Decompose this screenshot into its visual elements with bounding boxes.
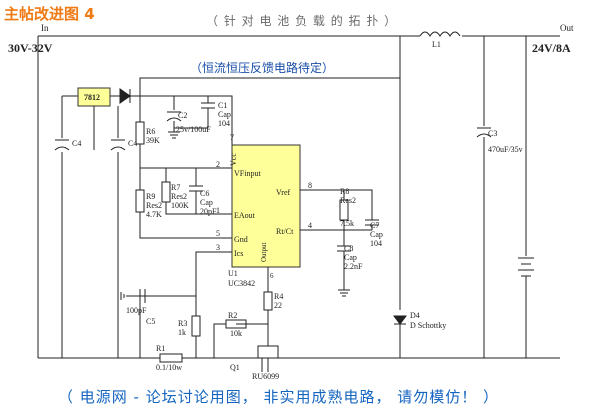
output-rating: 24V/8A: [532, 41, 571, 55]
c3-label: C3: [488, 129, 497, 138]
c5-value: 100pF: [126, 306, 147, 315]
r9-value: 4.7K: [146, 210, 162, 219]
d4-value: D Schottky: [410, 321, 446, 330]
r6-value: 39K: [146, 136, 160, 145]
c2-label: C2: [178, 111, 187, 120]
pin-vfb-label: VFinput: [234, 169, 261, 178]
r9-label: R9: [146, 192, 155, 201]
r3-value: 1k: [178, 328, 186, 337]
r8-value: 7.5k: [340, 219, 354, 228]
pin-ics-label: Ics: [234, 249, 243, 258]
c6-label: C6: [200, 189, 209, 198]
pin-eaout-label: EAout: [234, 211, 256, 220]
r7-type: Res2: [171, 192, 187, 201]
c8-label: C8: [344, 244, 353, 253]
pin-5: 5: [216, 229, 220, 238]
port-in-label: In: [41, 23, 49, 33]
input-voltage: 30V-32V: [8, 41, 53, 55]
pin-2: 2: [216, 160, 220, 169]
r9-type: Res2: [146, 201, 162, 210]
r7-label: R7: [171, 183, 180, 192]
c1-type: Cap: [218, 110, 231, 119]
reg-label: 7812: [84, 93, 100, 102]
c6-value: 20pF: [200, 207, 217, 216]
c7-value: 104: [370, 239, 382, 248]
l1-label: L1: [432, 40, 441, 49]
q1-label: Q1: [230, 363, 240, 372]
c2-value: 25v/100uF: [176, 125, 211, 134]
r8-type: Res2: [340, 196, 356, 205]
c5-label: C5: [146, 317, 155, 326]
pin-vcc-label: Vcc: [229, 153, 238, 166]
footer-disclaimer: （ 电源网 - 论坛讨论用图， 非实用成熟电路， 请勿模仿！ ）: [58, 388, 500, 406]
d4-label: D4: [410, 311, 420, 320]
pin-6: 6: [270, 272, 274, 280]
ic-uc3842: [231, 144, 301, 268]
r3-label: R3: [178, 319, 187, 328]
r6-label: R6: [146, 127, 155, 136]
r2-value: 10k: [230, 329, 242, 338]
r7-value: 100K: [171, 201, 189, 210]
c1-value: 104: [218, 119, 230, 128]
feedback-note: （恒流恒压反馈电路待定）: [190, 61, 335, 75]
r8-label: R8: [340, 187, 349, 196]
page-title: 主帖改进图 4: [4, 5, 95, 23]
r1-label: R1: [156, 344, 165, 353]
pin-8: 8: [308, 181, 312, 190]
u1-label: U1: [228, 269, 238, 278]
pin-vref-label: Vref: [276, 188, 291, 197]
c7-label: C7: [370, 221, 379, 230]
r4-label: R4: [274, 292, 283, 301]
c4b-label: C4: [128, 139, 137, 148]
c1-label: C1: [218, 101, 227, 110]
pin-3: 3: [216, 243, 220, 252]
q1-value: RU6099: [252, 372, 279, 381]
c8-type: Cap: [344, 253, 357, 262]
r2-label: R2: [228, 311, 237, 320]
pin-gnd-label: Gnd: [234, 235, 248, 244]
c4a-label: C4: [72, 139, 81, 148]
r1-value: 0.1/10w: [156, 363, 182, 372]
pin-rtct-label: Rt/Ct: [276, 227, 294, 236]
pin-1: 1: [216, 206, 220, 215]
inductor-l1: [419, 31, 461, 37]
page-subtitle: （ 针 对 电 池 负 载 的 拓 扑 ）: [206, 14, 398, 28]
c6-type: Cap: [200, 198, 213, 207]
c8-value: 2.2nF: [344, 262, 363, 271]
u1-value: UC3842: [228, 279, 255, 288]
c3-value: 470uF/35v: [488, 145, 523, 154]
r4-value: 22: [274, 301, 282, 310]
c7-type: Cap: [370, 230, 383, 239]
pin-4: 4: [308, 221, 312, 230]
pin-out-label: Output: [260, 243, 268, 263]
port-out-label: Out: [560, 23, 574, 33]
pin-7: 7: [230, 133, 234, 142]
